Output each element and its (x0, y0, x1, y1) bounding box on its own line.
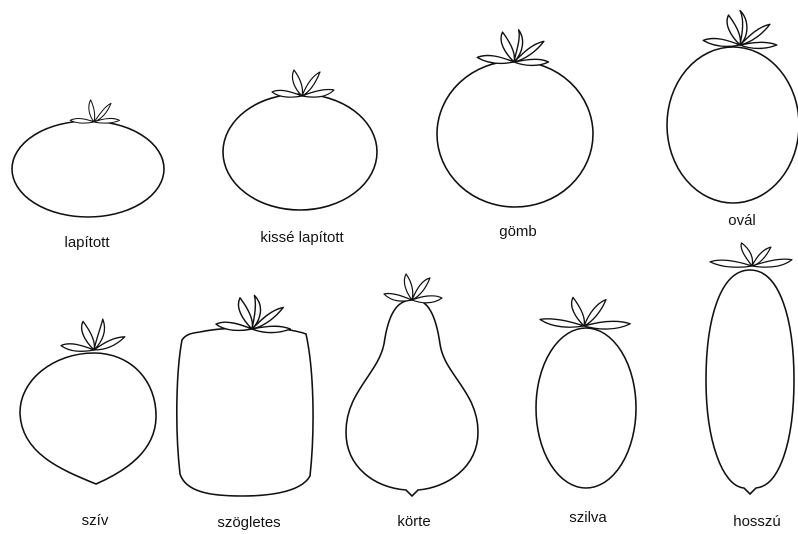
shape-lapitott: lapított (12, 100, 164, 251)
korte-body (346, 300, 478, 496)
korte-calyx (384, 274, 442, 303)
lapitott-body (12, 121, 164, 217)
shape-kisse-lapitott: kissé lapított (223, 70, 377, 246)
gomb-calyx (477, 30, 548, 66)
kisse-lapitott-calyx (272, 70, 334, 97)
shape-hosszu: hosszú (706, 243, 794, 530)
label-lapitott: lapított (64, 234, 110, 251)
label-oval: ovál (728, 212, 756, 229)
szilva-body (536, 328, 636, 488)
label-szilva: szilva (569, 509, 607, 526)
shape-oval: ovál (667, 11, 798, 230)
shape-szogletes: szögletes (177, 295, 313, 531)
label-kisse-lapitott: kissé lapított (260, 229, 344, 246)
szilva-calyx (540, 297, 630, 329)
label-sziv: szív (82, 512, 109, 529)
shape-gomb: gömb (437, 30, 593, 240)
label-korte: körte (397, 513, 430, 530)
oval-calyx (703, 11, 777, 49)
szogletes-body (177, 328, 313, 496)
lapitott-calyx (70, 100, 119, 123)
shape-szilva: szilva (536, 297, 636, 526)
shape-korte: körte (346, 274, 478, 530)
szogletes-calyx (216, 295, 290, 332)
kisse-lapitott-body (223, 94, 377, 210)
gomb-body (437, 61, 593, 207)
sziv-body (20, 353, 156, 484)
label-szogletes: szögletes (217, 514, 280, 531)
hosszu-calyx (710, 243, 792, 267)
shape-sziv: szív (20, 319, 156, 529)
hosszu-body (706, 270, 794, 494)
label-gomb: gömb (499, 223, 537, 240)
oval-body (667, 47, 798, 203)
label-hosszu: hosszú (733, 513, 781, 530)
sziv-calyx (61, 319, 125, 351)
